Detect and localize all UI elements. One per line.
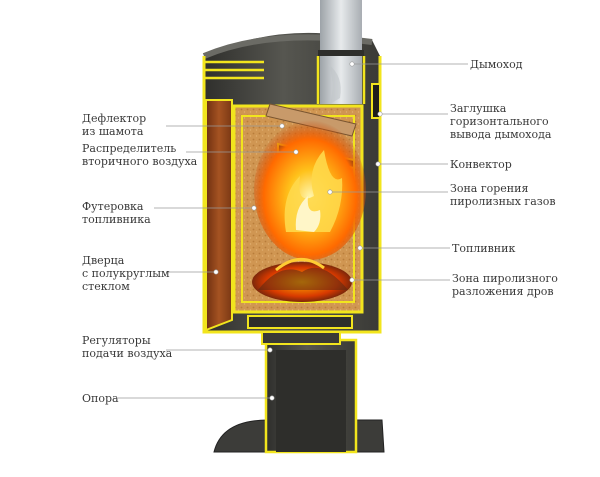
dot-deflector <box>279 123 285 129</box>
label-chimney: Дымоход <box>470 58 523 71</box>
dot-chimney <box>349 61 355 67</box>
dot-convector <box>375 161 381 167</box>
dot-firebox <box>357 245 363 251</box>
stove-support <box>213 338 385 454</box>
dot-plug <box>377 111 383 117</box>
label-deflector: Дефлектор из шамота <box>82 112 147 138</box>
label-firebox-lining: Футеровка топливника <box>82 200 151 226</box>
dot-support <box>269 395 275 401</box>
ash-tray <box>247 315 353 345</box>
leader-lines <box>118 63 468 399</box>
dot-distributor <box>293 149 299 155</box>
dot-regulators <box>267 347 273 353</box>
label-combustion-zone: Зона горения пиролизных газов <box>450 182 556 208</box>
label-support: Опора <box>82 392 119 405</box>
horizontal-outlet-plug <box>371 83 381 119</box>
dot-lining <box>251 205 257 211</box>
label-door: Дверца с полукруглым стеклом <box>82 254 170 293</box>
label-convector: Конвектор <box>450 158 512 171</box>
chimney-pipe <box>316 0 366 104</box>
dot-combustion <box>327 189 333 195</box>
label-horizontal-outlet-plug: Заглушка горизонтального вывода дымохода <box>450 102 552 141</box>
label-air-regulators: Регуляторы подачи воздуха <box>82 334 173 360</box>
burning-wood <box>252 258 352 302</box>
leader-dots <box>213 61 383 401</box>
label-pyrolysis-zone: Зона пиролизного разложения дров <box>452 272 558 298</box>
label-secondary-air-distributor: Распределитель вторичного воздуха <box>82 142 198 168</box>
dot-door <box>213 269 219 275</box>
dot-pyrolysis <box>349 277 355 283</box>
flame <box>254 120 366 260</box>
label-firebox: Топливник <box>452 242 516 255</box>
